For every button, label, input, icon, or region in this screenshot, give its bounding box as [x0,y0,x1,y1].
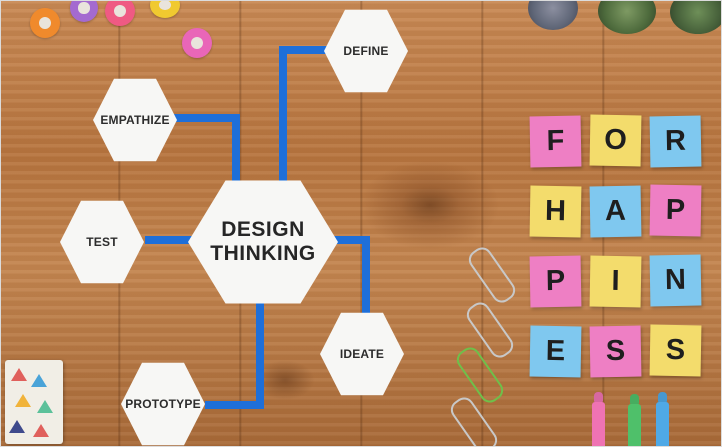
marker-green [628,404,641,447]
center-label: DESIGN THINKING [210,218,316,265]
notebook-pattern [33,424,49,437]
connector-prototype [205,298,264,409]
sticky-note: F [529,115,582,168]
connector-define [279,46,330,185]
sticky-note: S [589,325,642,378]
sticky-letter: A [604,194,627,228]
marker-blue [656,402,669,447]
tape-roll-purple [70,0,98,22]
sticky-note: S [649,324,702,377]
sticky-letter: S [665,333,686,367]
notebook-pattern [9,420,25,433]
stage-label-empathize: EMPATHIZE [100,113,170,127]
sticky-letter: P [665,193,686,227]
sticky-letter: R [664,124,687,158]
sticky-note: A [589,185,642,238]
succulent-plant [670,0,722,34]
stage-label-define: DEFINE [343,44,389,58]
stage-label-test: TEST [86,235,118,249]
sticky-note: H [529,185,582,238]
tape-roll-orange [30,8,60,38]
wood-knot-small [255,360,315,400]
notebook-pattern [15,394,31,407]
hexagon-prototype: PROTOTYPE [121,362,205,446]
connector-empathize [172,114,240,185]
sticky-letter: I [611,264,620,298]
tape-roll-magenta [182,28,212,58]
notebook-pattern [37,400,53,413]
sticky-note: I [589,255,642,308]
notebook [5,360,63,444]
sticky-note: N [649,254,702,307]
sticky-letter: N [664,263,687,297]
stage-label-ideate: IDEATE [339,347,385,361]
marker-pink [592,402,605,447]
tape-roll-yellow [150,0,180,18]
sticky-letter: E [545,334,566,368]
connector-ideate [325,236,370,330]
sticky-letter: H [544,194,567,228]
notebook-pattern [11,368,27,381]
hexagon-define: DEFINE [324,9,408,93]
stage-label-prototype: PROTOTYPE [125,397,201,411]
sticky-note: O [589,114,642,167]
sticky-letter: O [603,123,628,157]
notebook-pattern [31,374,47,387]
sticky-note: P [529,255,582,308]
sticky-note: R [649,115,702,168]
sticky-letter: P [545,264,566,298]
tape-roll-pink [105,0,135,26]
hexagon-ideate: IDEATE [320,312,404,396]
sticky-letter: S [605,334,626,368]
wood-knot [360,160,500,250]
sticky-note: P [649,184,702,237]
sticky-letter: F [546,124,565,158]
sticky-note: E [529,325,582,378]
